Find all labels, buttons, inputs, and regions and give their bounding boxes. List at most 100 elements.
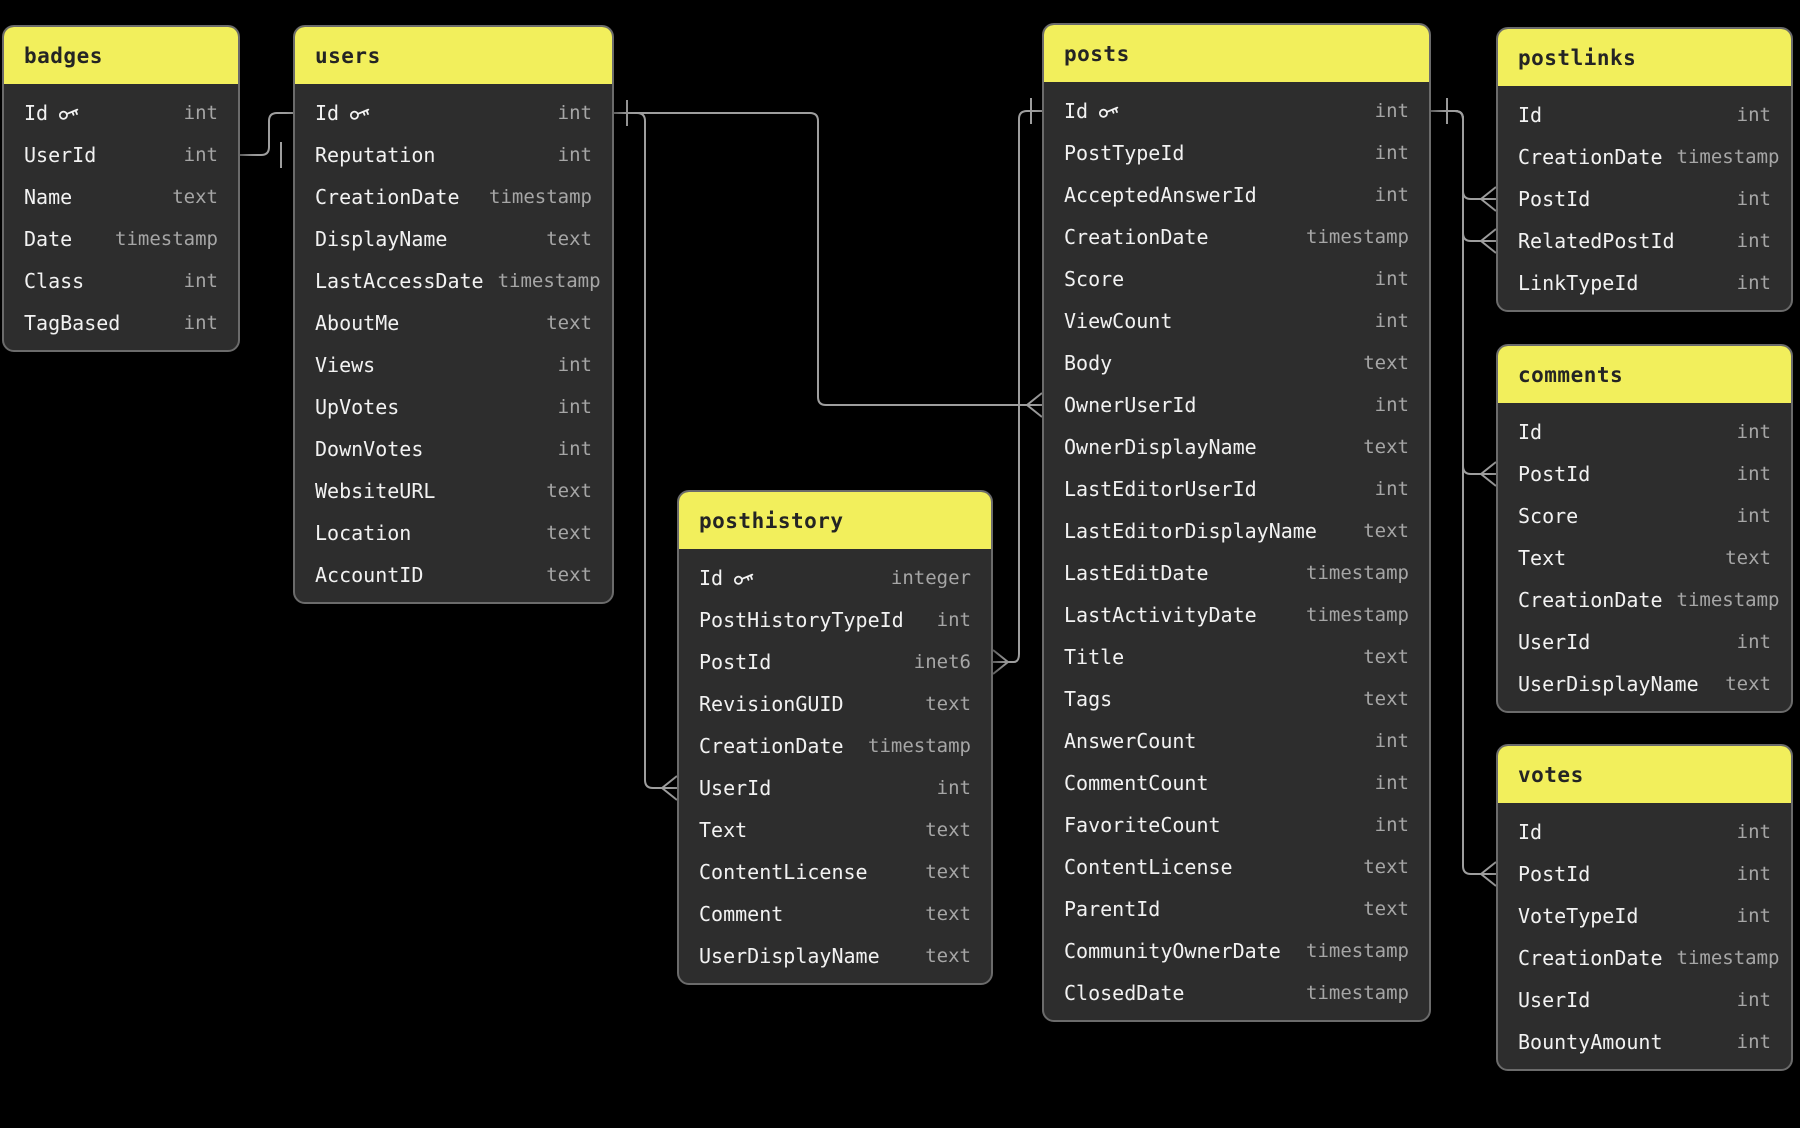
- crow-foot-many-marker-posts-id-to-posthistory-postid: [992, 649, 1009, 675]
- field-name: Text: [699, 818, 748, 842]
- field-type: text: [1363, 436, 1409, 458]
- field-name: LastEditDate: [1064, 561, 1209, 585]
- crow-foot-many-marker-users-id-to-posthistory-userid: [661, 775, 678, 801]
- relation-line-posts-id-to-votes-postid: [1431, 110, 1481, 875]
- relation-line-users-id-to-posthistory-userid: [614, 112, 662, 789]
- field-type: timestamp: [1306, 604, 1409, 626]
- relation-line-badges-userid-to-users-id: [240, 112, 293, 156]
- field-row-posts-lastactivitydate: LastActivityDate timestamp: [1044, 594, 1429, 636]
- field-name: Id: [1064, 99, 1089, 123]
- field-name: Comment: [699, 902, 784, 926]
- field-name: Class: [24, 269, 85, 293]
- field-name: OwnerDisplayName: [1064, 435, 1257, 459]
- table-header-posts[interactable]: posts: [1044, 25, 1429, 82]
- field-name: PostId: [1518, 862, 1591, 886]
- field-type: text: [925, 945, 971, 967]
- table-header-postlinks[interactable]: postlinks: [1498, 29, 1791, 86]
- field-type: int: [1374, 268, 1409, 290]
- primary-key-icon: [59, 108, 79, 120]
- field-name: Id: [315, 101, 340, 125]
- table-title: postlinks: [1518, 45, 1637, 70]
- table-header-users[interactable]: users: [295, 27, 612, 84]
- field-name: RelatedPostId: [1518, 229, 1675, 253]
- field-type: int: [557, 438, 592, 460]
- table-title: users: [315, 43, 381, 68]
- field-type: text: [1363, 646, 1409, 668]
- field-name: FavoriteCount: [1064, 813, 1221, 837]
- table-header-badges[interactable]: badges: [4, 27, 238, 84]
- field-type: int: [183, 270, 218, 292]
- field-type: int: [936, 777, 971, 799]
- field-row-badges-class: Class int: [4, 260, 238, 302]
- table-title: posts: [1064, 41, 1130, 66]
- table-header-votes[interactable]: votes: [1498, 746, 1791, 803]
- relation-line-posts-id-to-comments-postid: [1431, 110, 1481, 475]
- table-header-comments[interactable]: comments: [1498, 346, 1791, 403]
- field-name: Id: [1518, 420, 1543, 444]
- field-type: integer: [890, 567, 971, 589]
- field-name: Name: [24, 185, 73, 209]
- field-type: int: [1736, 989, 1771, 1011]
- table-title: badges: [24, 43, 103, 68]
- field-type: timestamp: [489, 186, 592, 208]
- field-type: text: [546, 522, 592, 544]
- field-name: LastEditorUserId: [1064, 477, 1257, 501]
- field-name: ContentLicense: [1064, 855, 1233, 879]
- table-title: comments: [1518, 362, 1624, 387]
- field-row-posts-lasteditdate: LastEditDate timestamp: [1044, 552, 1429, 594]
- field-type: text: [1363, 856, 1409, 878]
- field-name: TagBased: [24, 311, 121, 335]
- primary-key-icon: [734, 573, 754, 585]
- field-name: LastActivityDate: [1064, 603, 1257, 627]
- field-type: int: [1736, 272, 1771, 294]
- field-type: timestamp: [1676, 146, 1780, 168]
- field-row-users-downvotes: DownVotes int: [295, 428, 612, 470]
- field-name: CreationDate: [315, 185, 460, 209]
- field-type: int: [1374, 310, 1409, 332]
- field-name: OwnerUserId: [1064, 393, 1197, 417]
- field-type: text: [925, 693, 971, 715]
- field-type: int: [557, 144, 592, 166]
- field-name: CommunityOwnerDate: [1064, 939, 1281, 963]
- relation-line-posts-id-to-postlinks-postid: [1431, 110, 1481, 200]
- field-row-posts-ownerdisplayname: OwnerDisplayName text: [1044, 426, 1429, 468]
- table-header-posthistory[interactable]: posthistory: [679, 492, 991, 549]
- field-name: CommentCount: [1064, 771, 1209, 795]
- field-type: timestamp: [1306, 562, 1409, 584]
- field-name: DownVotes: [315, 437, 424, 461]
- field-type: text: [1363, 898, 1409, 920]
